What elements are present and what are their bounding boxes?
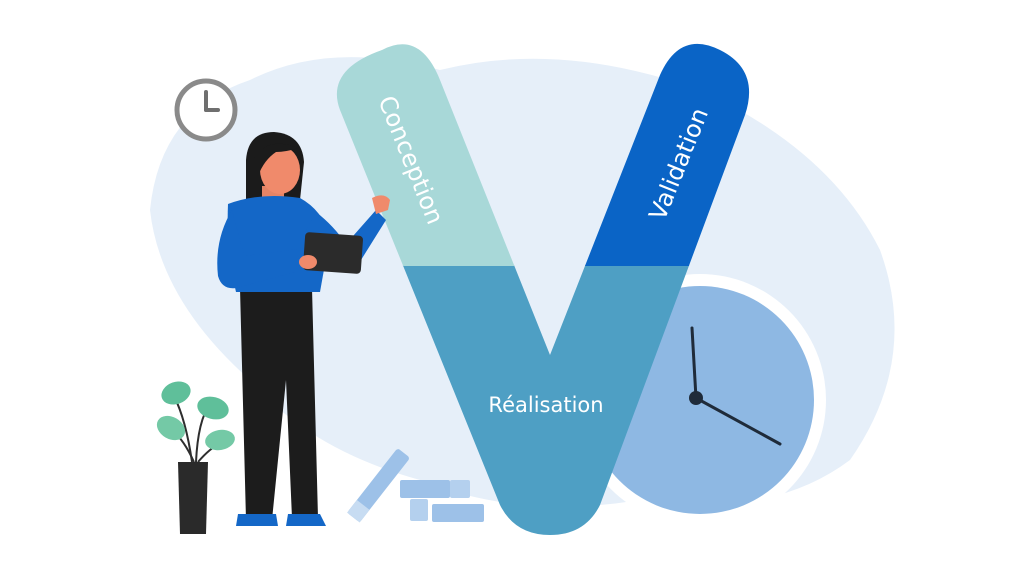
pencil-icon <box>347 449 409 523</box>
tablet-icon <box>303 232 363 274</box>
wall-clock-icon <box>174 78 238 142</box>
person-figure <box>217 132 390 526</box>
realisation-label: Réalisation <box>488 393 603 417</box>
blocks-icon <box>400 480 484 522</box>
plant-icon <box>156 381 235 534</box>
